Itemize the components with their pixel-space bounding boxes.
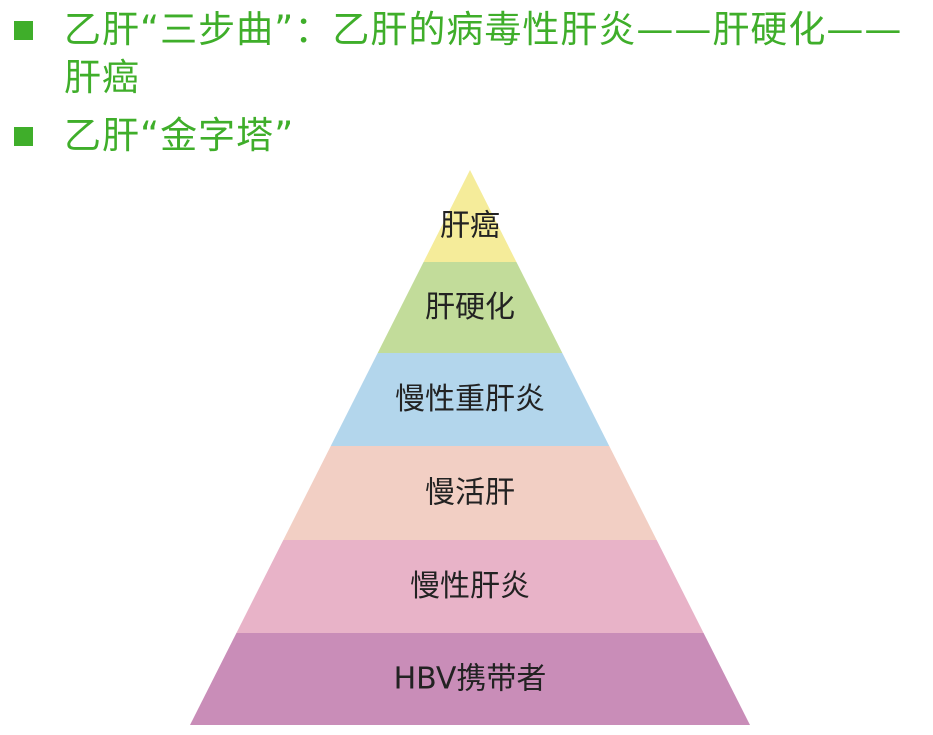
pyramid-tier-label: 肝癌 <box>440 209 500 244</box>
bullet-text: 乙肝“金字塔” <box>64 114 295 157</box>
square-bullet-icon <box>14 21 33 40</box>
pyramid-tier-label: 慢性肝炎 <box>410 569 530 604</box>
pyramid-tier <box>330 353 610 446</box>
bullet-pyramid: 乙肝“金字塔” <box>14 112 924 160</box>
pyramid-tier <box>190 633 750 725</box>
bullet-list: 乙肝“三步曲”：乙肝的病毒性肝炎——肝硬化——肝癌 乙肝“金字塔” <box>14 6 924 160</box>
pyramid-tier-label: 慢性重肝炎 <box>395 382 545 417</box>
pyramid-tier-label: 慢活肝 <box>425 476 515 511</box>
pyramid-tier <box>236 540 704 633</box>
pyramid-tier-label: HBV携带者 <box>394 662 547 697</box>
pyramid-tier <box>283 446 657 540</box>
pyramid-tier <box>377 262 563 353</box>
bullet-text: 乙肝“三步曲”：乙肝的病毒性肝炎——肝硬化——肝癌 <box>64 8 903 99</box>
pyramid-tier-label: 肝硬化 <box>425 290 515 325</box>
pyramid-tier <box>423 170 517 262</box>
bullet-three-steps: 乙肝“三步曲”：乙肝的病毒性肝炎——肝硬化——肝癌 <box>14 6 924 102</box>
square-bullet-icon <box>14 127 33 146</box>
